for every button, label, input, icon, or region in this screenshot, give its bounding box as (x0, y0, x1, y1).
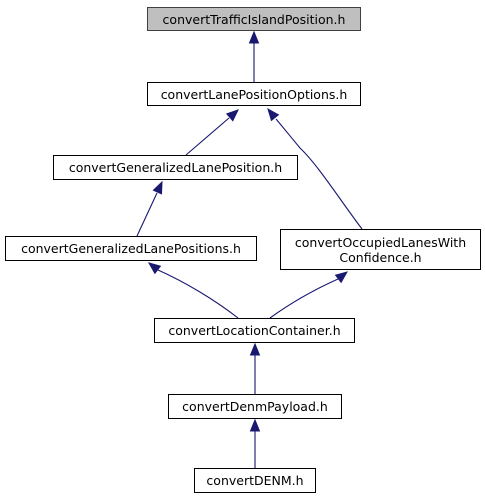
node-label: convertDENM.h (206, 473, 304, 488)
node-convert-denm[interactable]: convertDENM.h (194, 468, 316, 493)
node-label: convertGeneralizedLanePosition.h (68, 160, 283, 175)
arrowhead-genLanePositions-to-genLanePos (152, 180, 163, 195)
node-label: convertLanePositionOptions.h (160, 86, 348, 102)
node-label-line-2: Confidence.h (339, 249, 422, 265)
node-convert-generalized-lane-positions[interactable]: convertGeneralizedLanePositions.h (5, 236, 257, 261)
arrowhead-denmPayload-to-location (249, 342, 261, 356)
edge-occupied-to-lanePosOpt (275, 118, 363, 230)
node-convert-denm-payload[interactable]: convertDenmPayload.h (168, 394, 342, 419)
arrowhead-location-to-genLanePositions (147, 262, 162, 275)
arrowhead-genLanePos-to-lanePosOpt (225, 109, 239, 122)
node-label: convertTrafficIslandPosition.h (162, 11, 346, 27)
node-convert-generalized-lane-position[interactable]: convertGeneralizedLanePosition.h (53, 155, 298, 180)
edge-location-to-occupied (269, 278, 339, 319)
node-convert-location-container[interactable]: convertLocationContainer.h (154, 318, 355, 343)
edge-genLanePos-to-lanePosOpt (185, 117, 230, 156)
edge-location-to-genLanePositions (157, 269, 239, 319)
node-convert-occupied-lanes-with-confidence[interactable]: convertOccupiedLanesWith Confidence.h (280, 229, 481, 270)
arrowhead-occupied-to-lanePosOpt (267, 107, 280, 122)
node-label: convertDenmPayload.h (182, 399, 328, 414)
node-label: convertGeneralizedLanePositions.h (21, 241, 241, 256)
arrowhead-denm-to-denmPayload (249, 418, 261, 432)
node-convert-lane-position-options[interactable]: convertLanePositionOptions.h (147, 82, 361, 106)
arrowhead-location-to-occupied (334, 271, 349, 284)
node-label: convertLocationContainer.h (168, 323, 341, 338)
edge-genLanePositions-to-genLanePos (136, 192, 158, 237)
node-convert-traffic-island-position[interactable]: convertTrafficIslandPosition.h (147, 7, 361, 31)
node-label-line-1: convertOccupiedLanesWith (294, 234, 467, 250)
arrowhead-lanePosOpt-to-traffic (248, 30, 260, 44)
